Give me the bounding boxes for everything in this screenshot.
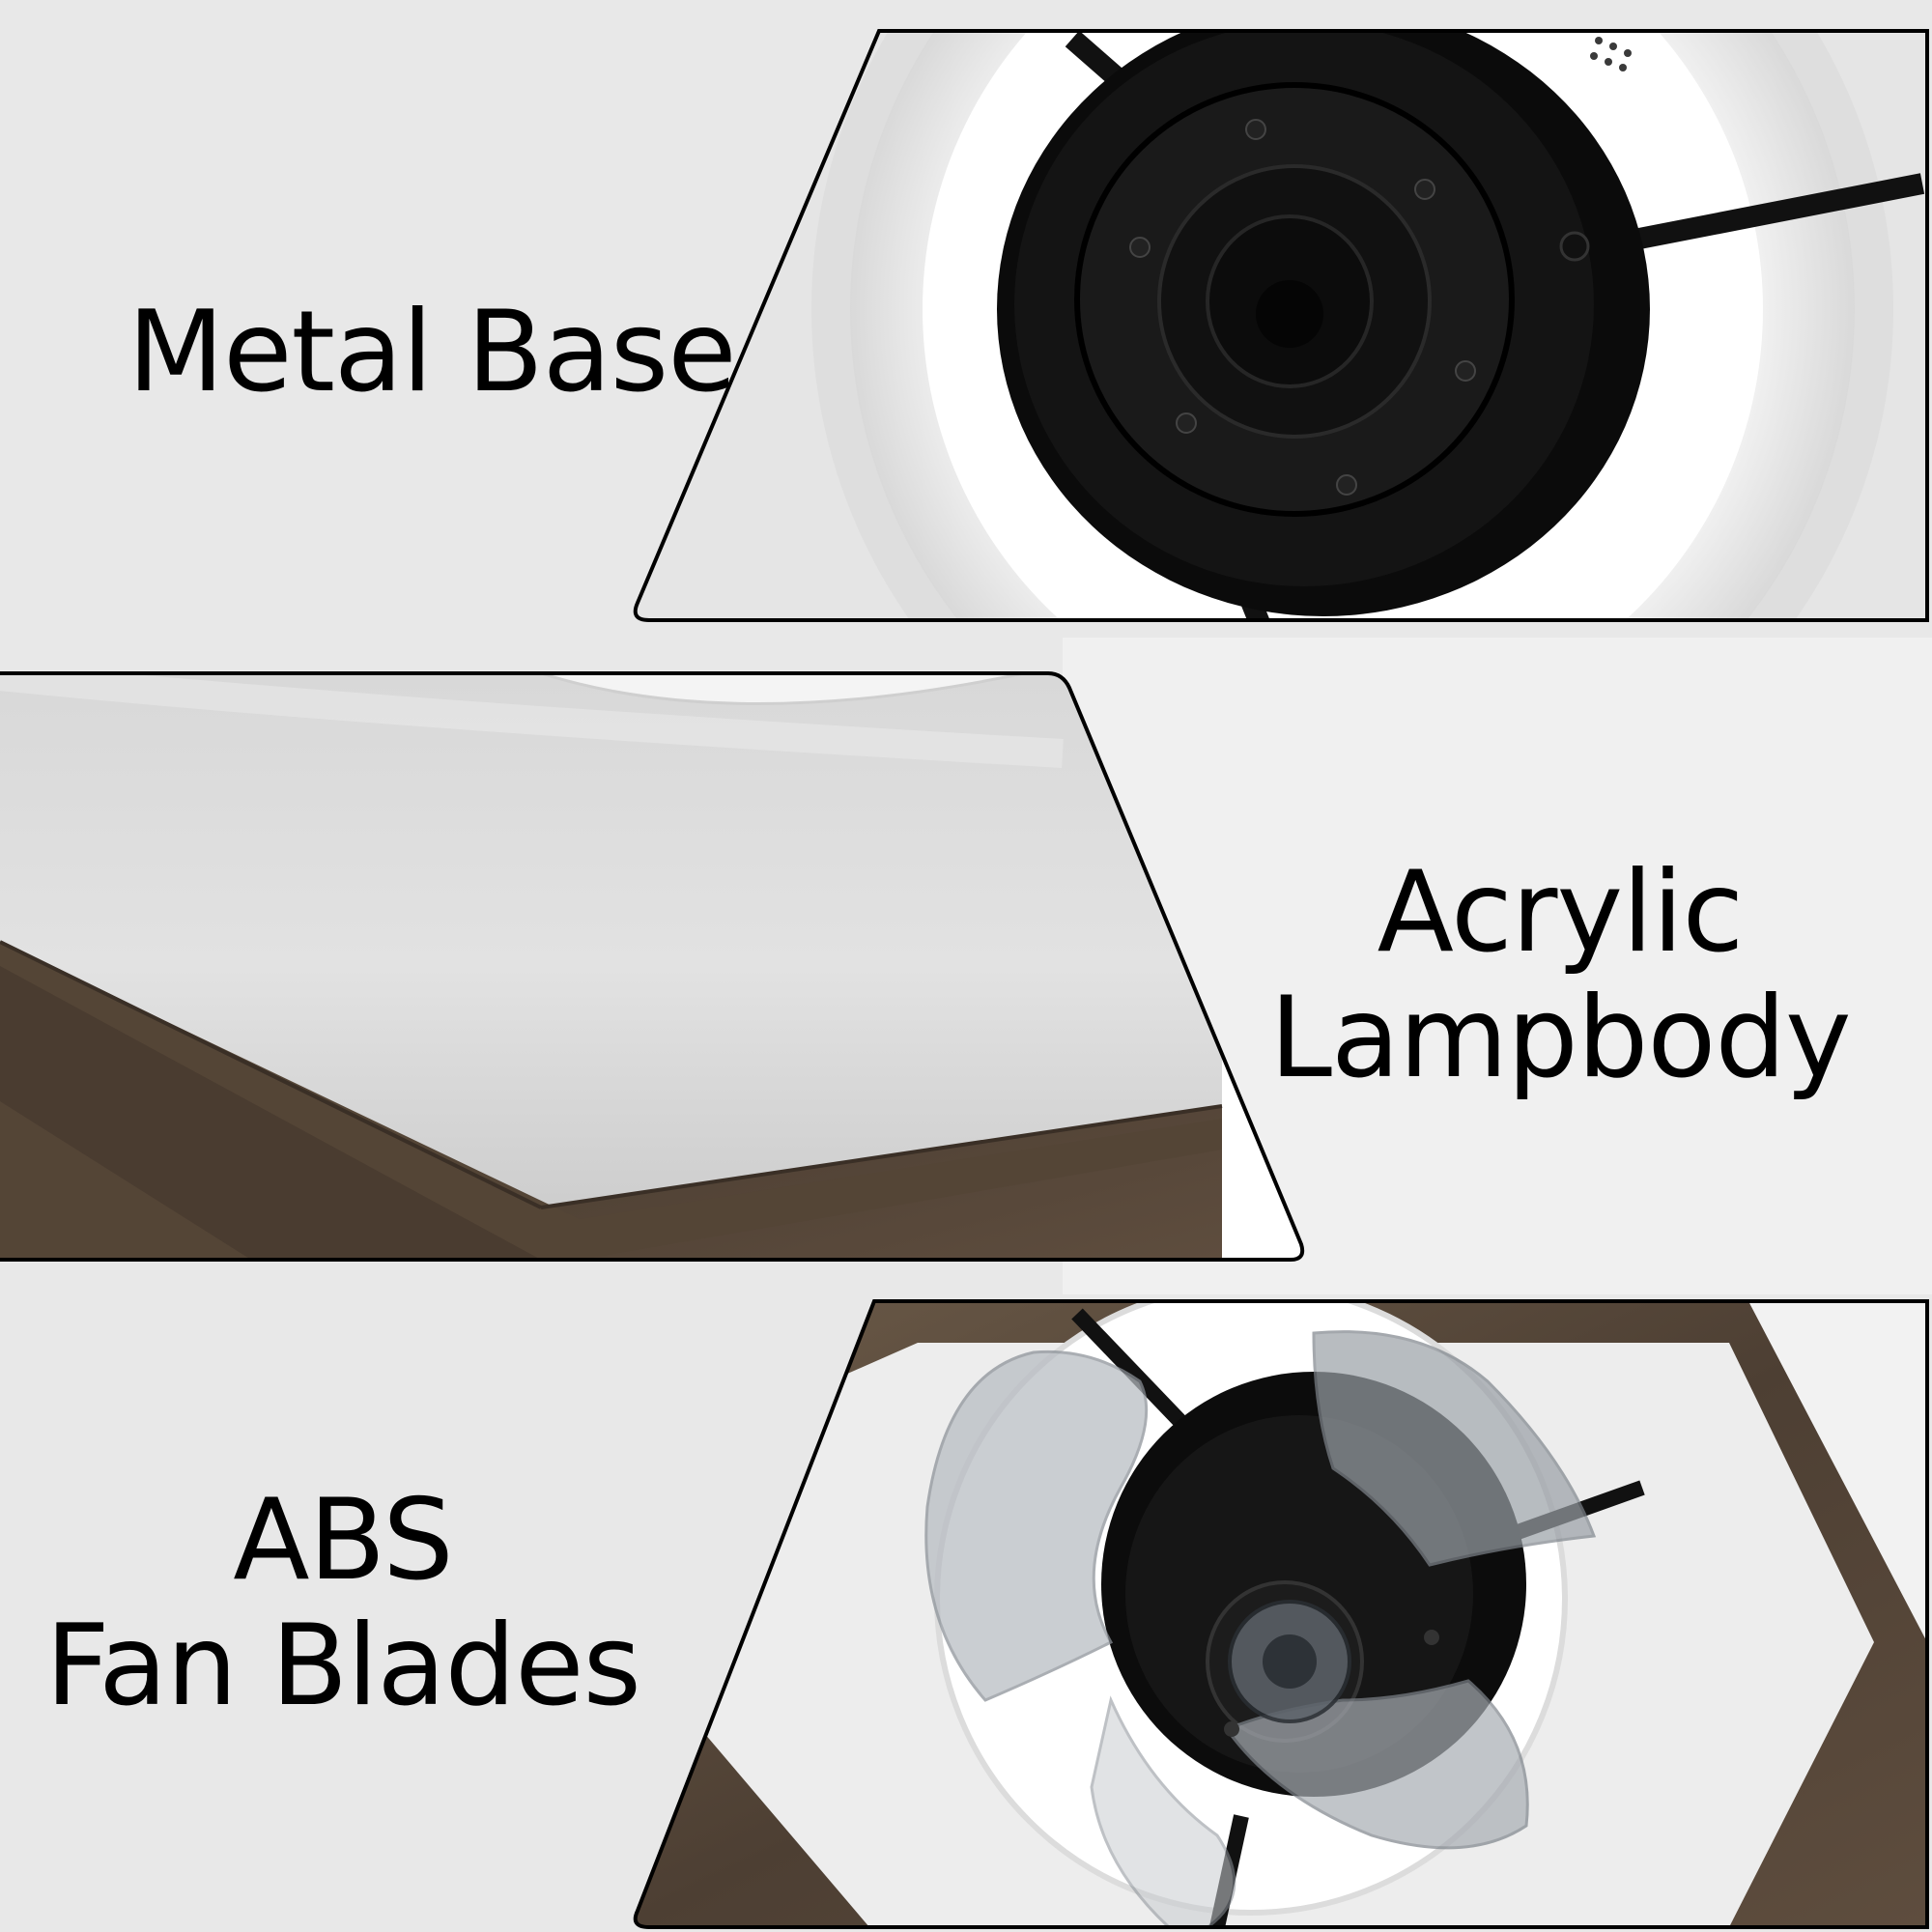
metal-base-label-line: Metal Base [128, 287, 737, 417]
abs-fan-blades-image [924, 1308, 1645, 1927]
metal-base-panel [633, 29, 1929, 622]
acrylic-label-line-1: Acrylic [1377, 847, 1745, 978]
acrylic-lampbody-label: Acrylic Lampbody [1269, 847, 1851, 1103]
metal-base-image [997, 31, 1650, 616]
abs-fan-blades-label: ABS Fan Blades [45, 1475, 641, 1731]
acrylic-label-line-2: Lampbody [1269, 972, 1851, 1103]
abs-label-line-1: ABS [233, 1475, 454, 1605]
metal-base-label: Metal Base [128, 287, 737, 417]
acrylic-lampbody-panel [0, 671, 1305, 1262]
abs-label-line-2: Fan Blades [45, 1600, 641, 1731]
abs-fan-blades-panel [633, 1299, 1929, 1929]
acrylic-lampbody-image [0, 673, 1223, 1260]
